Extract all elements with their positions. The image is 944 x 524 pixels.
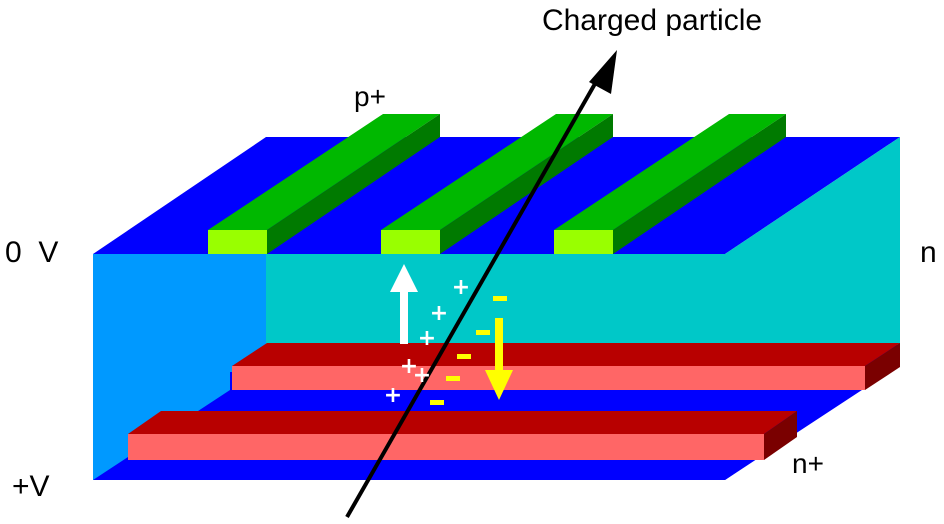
p-strip-1-side — [267, 114, 440, 254]
zero-volt-label: 0 V — [5, 236, 58, 269]
p-strip-1-top — [208, 114, 440, 230]
p-strip-2-face — [381, 230, 440, 254]
electron-carrier — [476, 330, 490, 335]
p-strip-1 — [208, 114, 440, 254]
p-strip-3-top — [554, 114, 786, 230]
hole-carrier: + — [418, 326, 436, 351]
p-strip-2 — [381, 114, 613, 254]
n-strip-front-top — [128, 411, 797, 434]
hole-carrier: + — [384, 383, 402, 408]
p-strip-label: p+ — [354, 81, 386, 112]
hole-carrier: + — [430, 301, 448, 326]
n-strip-front — [128, 411, 797, 460]
electron-carrier — [457, 354, 471, 359]
electron-drift-arrow-icon — [485, 318, 513, 400]
hole-carrier: + — [400, 354, 418, 379]
n-strip-back-front — [232, 366, 865, 390]
n-strip-back-top — [232, 343, 900, 366]
plus-volt-label: +V — [12, 470, 50, 503]
n-strip-label: n+ — [792, 448, 824, 479]
n-strip-front-end — [764, 411, 797, 460]
particle-track — [345, 74, 602, 518]
p-strip-3-face — [554, 230, 613, 254]
bulk-right-face — [725, 137, 900, 345]
electron-carrier — [446, 376, 460, 381]
p-strip-1-face — [208, 230, 267, 254]
hole-drift-arrow-icon — [390, 264, 418, 344]
particle-label: Charged particle — [542, 4, 762, 37]
bulk-type-label: n — [920, 236, 937, 269]
electron-carrier — [430, 400, 444, 405]
hole-carrier: + — [413, 363, 431, 388]
p-strip-3-side — [613, 114, 786, 254]
n-strip-back — [232, 343, 900, 390]
p-strip-3 — [554, 114, 786, 254]
p-strip-2-side — [440, 114, 613, 254]
n-strip-front-front — [128, 434, 764, 460]
electrons — [430, 296, 507, 405]
holes: + + + + + + — [384, 275, 470, 408]
electron-carrier — [493, 296, 507, 301]
hole-carrier: + — [452, 275, 470, 300]
p-strip-2-top — [381, 114, 613, 230]
n-strip-back-end — [865, 343, 900, 390]
particle-arrowhead-icon — [589, 50, 617, 94]
